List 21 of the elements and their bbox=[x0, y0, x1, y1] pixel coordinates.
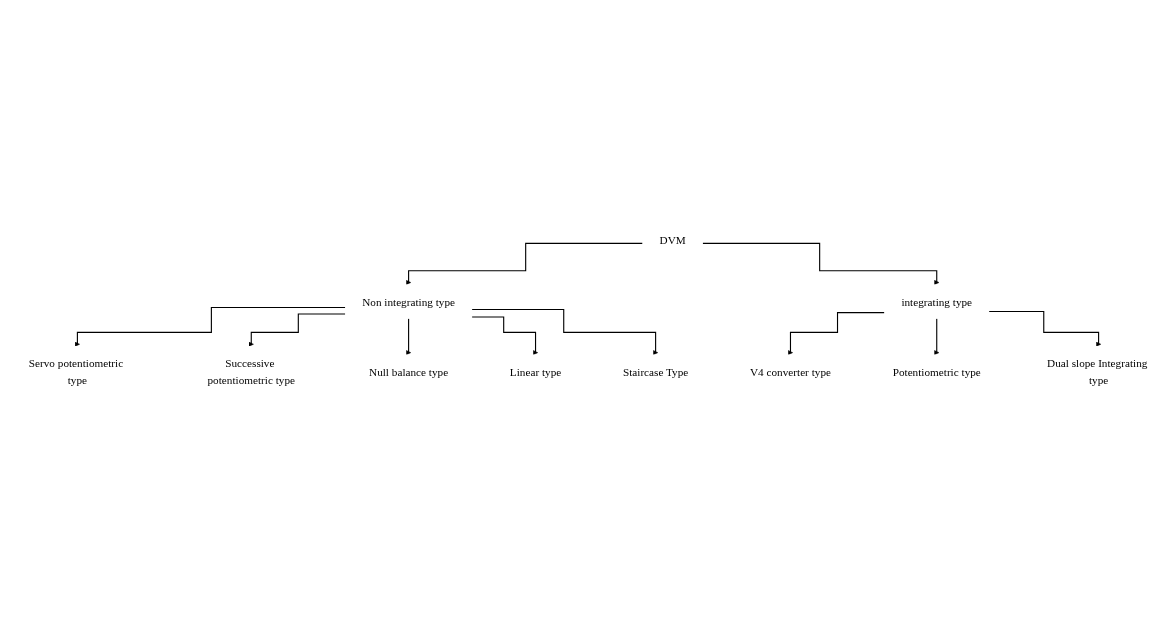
node-text: Linear type bbox=[509, 365, 562, 378]
node-text: Potentiometric type bbox=[892, 365, 981, 378]
node-text: DVM bbox=[659, 233, 686, 247]
arrow bbox=[702, 242, 940, 285]
node-text: Staircase Type bbox=[622, 365, 689, 378]
node-text: Servo potentiometric type bbox=[28, 357, 124, 387]
arrow bbox=[406, 317, 412, 356]
node-text: V4 converter type bbox=[749, 365, 831, 378]
node-text: Dual slope Integrating type bbox=[1047, 357, 1148, 387]
node-text: Null balance type bbox=[369, 365, 449, 378]
arrow bbox=[471, 316, 538, 356]
arrow bbox=[988, 310, 1102, 347]
node-text: integrating type bbox=[901, 295, 973, 308]
arrow bbox=[248, 313, 346, 347]
arrow bbox=[74, 306, 346, 347]
arrow bbox=[934, 317, 940, 356]
arrow bbox=[406, 242, 644, 285]
arrow bbox=[471, 308, 659, 356]
arrow bbox=[788, 312, 886, 356]
node-text: Non integrating type bbox=[362, 295, 456, 308]
node-text: Successive potentiometric type bbox=[207, 357, 296, 387]
